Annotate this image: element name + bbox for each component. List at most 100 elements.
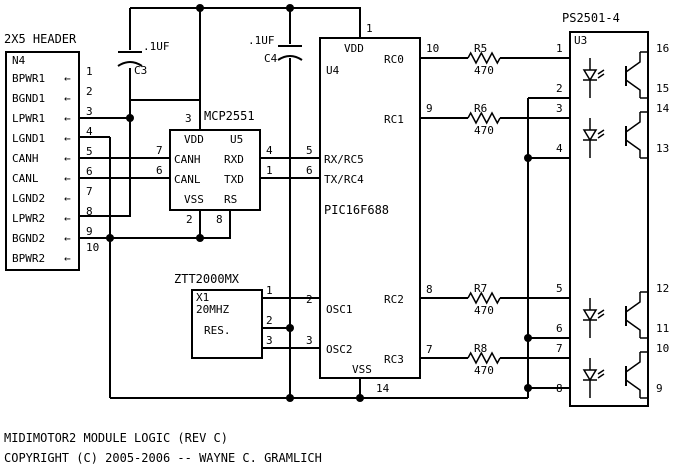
header-pin-label: LPWR1 xyxy=(12,112,45,125)
footer-title: MIDIMOTOR2 MODULE LOGIC (REV C) xyxy=(4,431,228,445)
header-pin-arrow: ← xyxy=(64,92,71,105)
opto-right-pin: 9 xyxy=(656,382,663,395)
mcp-rs-pin: 8 xyxy=(216,213,223,226)
light-arrows xyxy=(597,69,605,79)
header-pin-arrow: ← xyxy=(64,112,71,125)
pic-osc1-pin: 2 xyxy=(306,293,313,306)
resistor-ref: R7 xyxy=(474,282,487,295)
pic-vss-label: VSS xyxy=(352,363,372,376)
header-pin-arrow: ← xyxy=(64,252,71,265)
resistor-ref: R5 xyxy=(474,42,487,55)
opto-right-pin: 11 xyxy=(656,322,669,335)
resonator-part: ZTT2000MX xyxy=(174,272,240,286)
transistor-pins xyxy=(640,51,648,99)
header-pin-number: 3 xyxy=(86,105,93,118)
pic-osc2-pin: 3 xyxy=(306,334,313,347)
header-pin-arrow: ← xyxy=(64,212,71,225)
opto-left-pin: 8 xyxy=(556,382,563,395)
header-pin-list: BPWR1←1BGND1←2LPWR1←3LGND1←4CANH←5CANL←6… xyxy=(12,65,99,265)
c4-ref: C4 xyxy=(264,52,278,65)
opto-right-pin: 13 xyxy=(656,142,669,155)
resonator: ZTT2000MX X1 20MHZ RES. 1 2 3 xyxy=(174,272,273,359)
opto-left-pin: 5 xyxy=(556,282,563,295)
header-pin-label: CANL xyxy=(12,172,39,185)
pic-osc2-label: OSC2 xyxy=(326,343,353,356)
header-pin-arrow: ← xyxy=(64,132,71,145)
mcp-txd-label: TXD xyxy=(224,173,244,186)
pic-rc2-label: RC2 xyxy=(384,293,404,306)
pic-box xyxy=(319,37,421,379)
resistor-value: 470 xyxy=(474,124,494,137)
opto-left-pin: 6 xyxy=(556,322,563,335)
resistor-value: 470 xyxy=(474,304,494,317)
pic-rc0-label: RC0 xyxy=(384,53,404,66)
resonator-pin1: 1 xyxy=(266,284,273,297)
header-pin-label: BPWR1 xyxy=(12,72,45,85)
resonator-freq: 20MHZ xyxy=(196,303,229,316)
header-pin-number: 10 xyxy=(86,241,99,254)
c3-value: .1UF xyxy=(143,40,170,53)
c4-value: .1UF xyxy=(248,34,275,47)
resonator-pin2: 2 xyxy=(266,314,273,327)
opto-box xyxy=(569,31,649,407)
resistor-ref: R8 xyxy=(474,342,487,355)
header-pin-arrow: ← xyxy=(64,172,71,185)
mcp-canl-pin: 6 xyxy=(156,164,163,177)
header-pin-arrow: ← xyxy=(64,72,71,85)
transistor-pins xyxy=(640,111,648,159)
transistor-legs xyxy=(625,352,641,398)
transistor-legs xyxy=(625,52,641,98)
light-arrows xyxy=(597,129,605,139)
transistor-legs xyxy=(625,292,641,338)
header-connector: 2X5 HEADER N4 BPWR1←1BGND1←2LPWR1←3LGND1… xyxy=(4,32,99,271)
footer-copyright: COPYRIGHT (C) 2005-2006 -- WAYNE C. GRAM… xyxy=(4,451,322,465)
resistor-zigzag xyxy=(467,291,501,305)
pic-osc1-label: OSC1 xyxy=(326,303,353,316)
header-box xyxy=(5,51,80,271)
mcp-vss-label: VSS xyxy=(184,193,204,206)
mcp-canh-pin: 7 xyxy=(156,144,163,157)
mcp-name: MCP2551 xyxy=(204,109,255,123)
pic-rc3-label: RC3 xyxy=(384,353,404,366)
pic-tx-pin: 6 xyxy=(306,164,313,177)
header-pin-arrow: ← xyxy=(64,232,71,245)
mcp-box xyxy=(169,129,261,211)
opto-right-pin: 14 xyxy=(656,102,670,115)
mcp-vss-pin: 2 xyxy=(186,213,193,226)
resonator-pin3: 3 xyxy=(266,334,273,347)
pic16f688-chip: 1 VDD U4 RC0 10 RC1 9 RX/RC5 5 TX/RC4 6 … xyxy=(306,22,439,395)
resistor-value: 470 xyxy=(474,364,494,377)
header-pin-number: 5 xyxy=(86,145,93,158)
resistor-zigzag xyxy=(467,51,501,65)
light-arrows xyxy=(597,369,605,379)
transistor-pins xyxy=(640,351,648,399)
mcp2551-chip: MCP2551 3 VDD U5 CANH RXD CANL TXD VSS R… xyxy=(156,109,273,226)
mcp-vdd-label: VDD xyxy=(184,133,204,146)
header-pin-label: CANH xyxy=(12,152,39,165)
mcp-canl-label: CANL xyxy=(174,173,201,186)
opto-left-pin: 3 xyxy=(556,102,563,115)
mcp-canh-label: CANH xyxy=(174,153,201,166)
opto-part: PS2501-4 xyxy=(562,11,620,25)
pic-vdd-label: VDD xyxy=(344,42,364,55)
opto-right-pin: 15 xyxy=(656,82,669,95)
resonator-box xyxy=(191,289,263,359)
pic-vss-pin: 14 xyxy=(376,382,390,395)
header-pin-number: 8 xyxy=(86,205,93,218)
pic-rc0-pin: 10 xyxy=(426,42,439,55)
header-pin-label: LPWR2 xyxy=(12,212,45,225)
header-pin-label: BGND2 xyxy=(12,232,45,245)
mcp-rxd-pin: 4 xyxy=(266,144,273,157)
pic-rc3-pin: 7 xyxy=(426,343,433,356)
c3-ref: C3 xyxy=(134,64,147,77)
header-title: 2X5 HEADER xyxy=(4,32,77,46)
pic-rx-pin: 5 xyxy=(306,144,313,157)
opto-ref: U3 xyxy=(574,34,587,47)
opto-right-pin: 12 xyxy=(656,282,669,295)
pic-rx-label: RX/RC5 xyxy=(324,153,364,166)
header-pin-arrow: ← xyxy=(64,192,71,205)
light-arrows xyxy=(597,309,605,319)
